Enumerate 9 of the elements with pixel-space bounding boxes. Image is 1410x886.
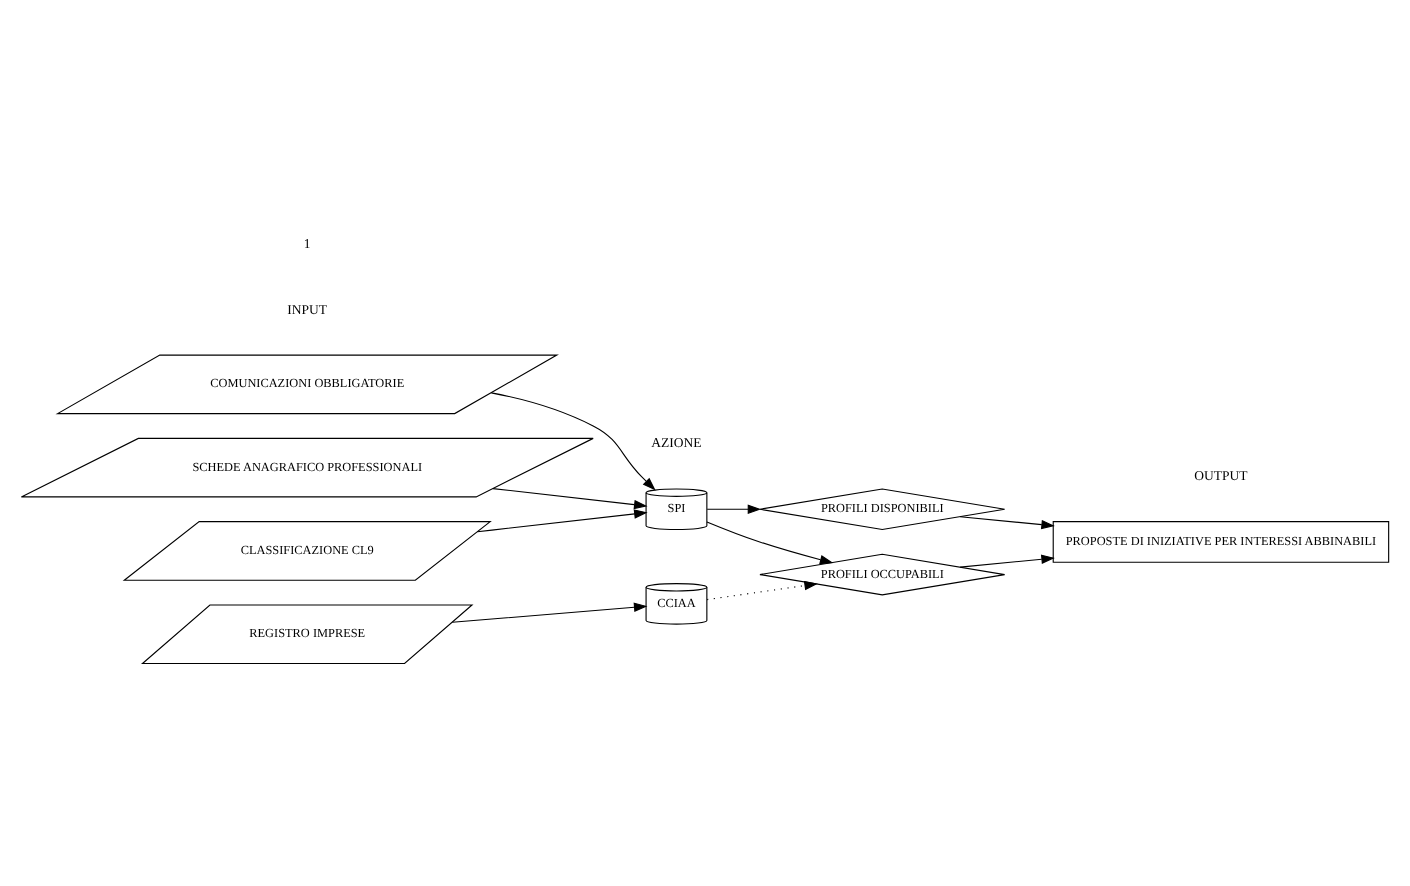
arrow: [476, 508, 648, 532]
arrow: [451, 601, 648, 622]
arrow: [959, 515, 1055, 529]
arrow: [706, 503, 762, 514]
arrow: [706, 520, 834, 564]
arrow: [706, 579, 818, 600]
arrow: [492, 487, 648, 509]
arrow: [959, 553, 1055, 567]
arrow: [490, 391, 656, 490]
